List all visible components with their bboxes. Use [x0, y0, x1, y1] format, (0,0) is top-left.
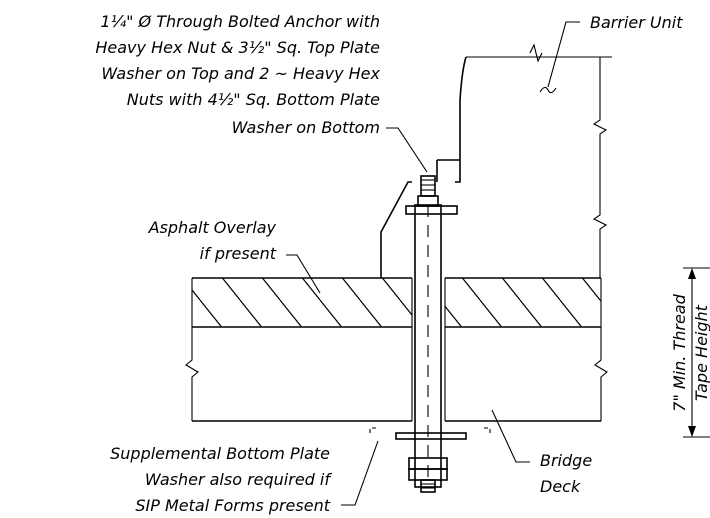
anchor-label-line5: Washer on Bottom [232, 118, 380, 137]
bridge-label-line2: Deck [540, 477, 581, 496]
bridge-deck [185, 278, 608, 422]
anchor-label-line1: 1¼" Ø Through Bolted Anchor with [100, 12, 380, 31]
asphalt-overlay [192, 277, 601, 328]
asphalt-label-line1: Asphalt Overlay [148, 218, 277, 237]
anchor-bolt [414, 204, 442, 488]
supplemental-label-line2: Washer also required if [145, 470, 332, 489]
asphalt-label-line2: if present [200, 244, 277, 263]
barrier-unit [380, 43, 612, 278]
anchor-label-line4: Nuts with 4½" Sq. Bottom Plate [127, 90, 380, 109]
thread-dimension [683, 267, 710, 438]
barrier-unit-label: Barrier Unit [590, 13, 683, 32]
leader-lines [286, 21, 580, 506]
bridge-deck-callout: Bridge Deck [540, 451, 592, 496]
supplemental-label-line3: SIP Metal Forms present [135, 496, 330, 515]
supplemental-label-line1: Supplemental Bottom Plate [110, 444, 330, 463]
thread-label-line1: 7" Min. Thread [670, 293, 689, 411]
bottom-nut-washer [369, 427, 491, 493]
thread-callout: 7" Min. Thread Tape Height [670, 293, 710, 411]
anchor-label-line3: Washer on Top and 2 ~ Heavy Hex [101, 64, 380, 83]
asphalt-callout: Asphalt Overlay if present [148, 218, 277, 263]
bridge-label-line1: Bridge [540, 451, 592, 470]
supplemental-callout: Supplemental Bottom Plate Washer also re… [110, 444, 332, 515]
anchor-label-line2: Heavy Hex Nut & 3½" Sq. Top Plate [95, 38, 380, 57]
top-nut-washer [405, 175, 458, 215]
anchor-callout: 1¼" Ø Through Bolted Anchor with Heavy H… [95, 12, 380, 137]
thread-label-line2: Tape Height [692, 304, 710, 401]
